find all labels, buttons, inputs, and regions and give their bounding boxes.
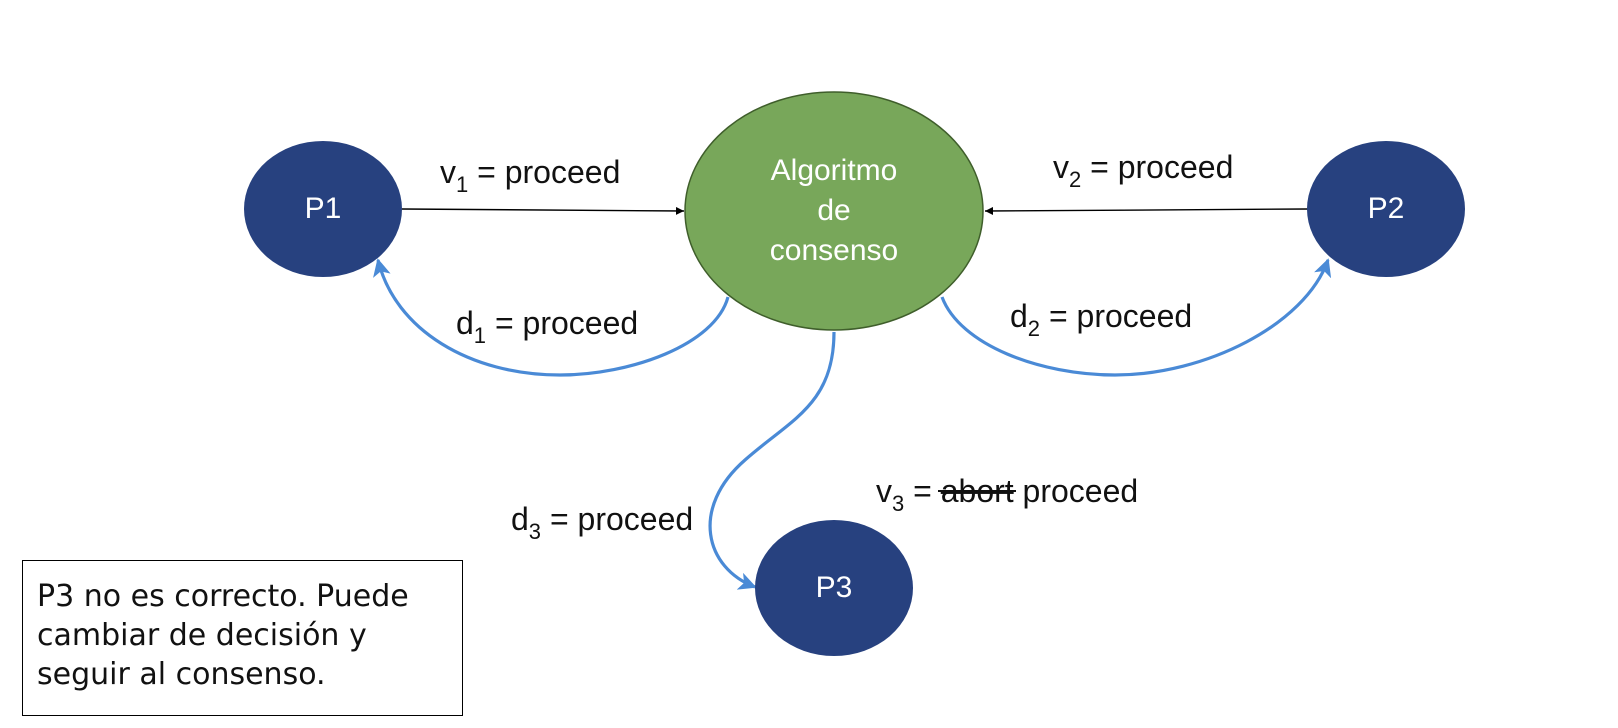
p1-label: P1 bbox=[305, 192, 342, 225]
edge-label-d1: d1 = proceed bbox=[456, 305, 638, 348]
arrow-d1 bbox=[373, 258, 730, 377]
process-node-p3 bbox=[755, 520, 913, 656]
p2-label: P2 bbox=[1368, 192, 1405, 225]
process-node-p1 bbox=[244, 141, 402, 277]
consensus-label-line-1: Algoritmo bbox=[771, 154, 898, 187]
edge-label-v2: v2 = proceed bbox=[1053, 149, 1233, 192]
arrow-v1 bbox=[401, 206, 685, 215]
note-box: P3 no es correcto. Puede cambiar de deci… bbox=[22, 560, 463, 716]
edge-label-v1: v1 = proceed bbox=[440, 154, 620, 197]
edge-label-d2: d2 = proceed bbox=[1010, 298, 1192, 341]
consensus-label-line-3: consenso bbox=[770, 234, 898, 267]
arrow-d2 bbox=[940, 258, 1332, 377]
edge-label-v3: v3 = abort proceed bbox=[876, 473, 1138, 516]
edge-label-d3: d3 = proceed bbox=[511, 501, 693, 544]
process-node-p2 bbox=[1307, 141, 1465, 277]
consensus-node bbox=[684, 91, 984, 331]
arrow-d3 bbox=[708, 331, 836, 590]
arrow-v2 bbox=[984, 206, 1309, 215]
consensus-label-line-2: de bbox=[817, 194, 850, 227]
note-text: P3 no es correcto. Puede cambiar de deci… bbox=[37, 579, 409, 692]
p3-label: P3 bbox=[816, 571, 853, 604]
